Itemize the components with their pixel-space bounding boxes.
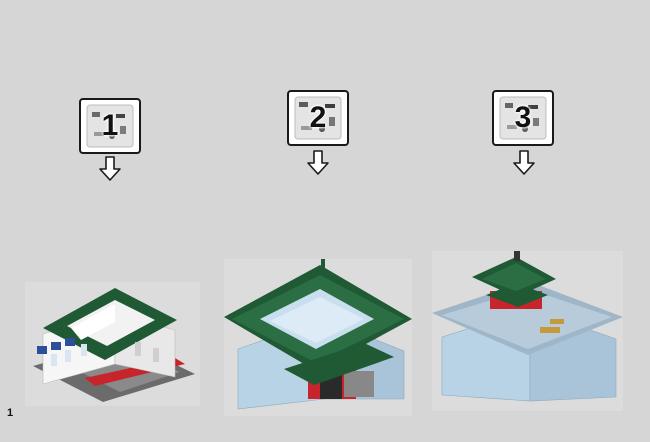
bag-number: 1: [101, 109, 119, 142]
down-arrow-icon: [307, 150, 329, 175]
parts-bag-icon: [294, 96, 342, 140]
parts-bag-icon: [499, 96, 547, 140]
bag-2-callout: 2: [287, 90, 349, 146]
bag-3-callout: 3: [492, 90, 554, 146]
down-arrow-icon: [99, 156, 121, 181]
page-number: 1: [7, 407, 14, 419]
bag-number: 3: [514, 101, 532, 134]
bag-number: 2: [309, 101, 327, 134]
bag-1-callout: 1: [79, 98, 141, 154]
model-stage-3-image: [432, 251, 623, 411]
model-stage-1-image: [25, 282, 200, 406]
parts-bag-icon: [86, 104, 134, 148]
down-arrow-icon: [513, 150, 535, 175]
model-stage-2-image: [224, 259, 412, 416]
